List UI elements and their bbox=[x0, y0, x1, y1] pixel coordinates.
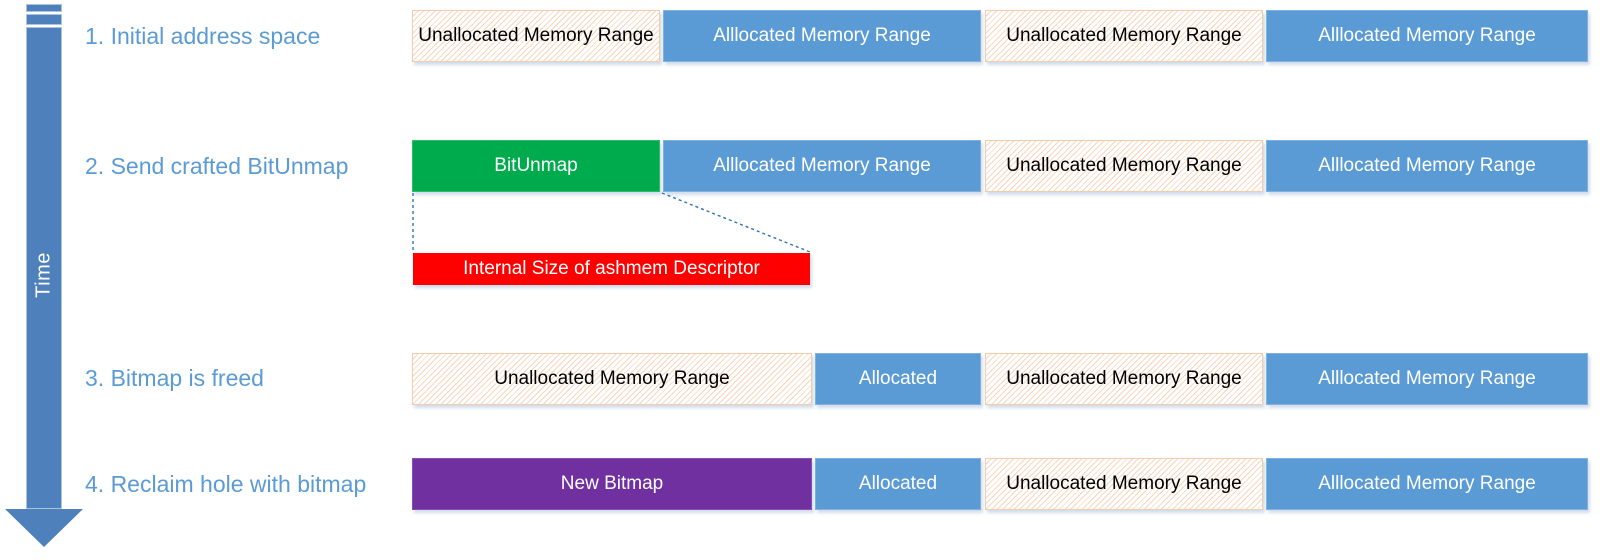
row4-allocated-block: Allocated bbox=[815, 458, 981, 510]
row1-allocated-block: Alllocated Memory Range bbox=[663, 10, 981, 62]
connector-dashed-lines bbox=[412, 192, 811, 253]
time-arrow-segment-top bbox=[26, 4, 62, 12]
row2-allocated-block: Alllocated Memory Range bbox=[1266, 140, 1588, 192]
time-arrow-head-icon bbox=[5, 509, 83, 547]
step-2-label: 2. Send crafted BitUnmap bbox=[85, 153, 349, 179]
ashmem-size-annotation: Internal Size of ashmem Descriptor bbox=[413, 253, 810, 285]
row2-unallocated-block: Unallocated Memory Range bbox=[985, 140, 1263, 192]
row1-unallocated-block: Unallocated Memory Range bbox=[985, 10, 1263, 62]
step-1-label: 1. Initial address space bbox=[85, 23, 321, 49]
row3-allocated-block: Alllocated Memory Range bbox=[1266, 353, 1588, 405]
row1-allocated-block: Alllocated Memory Range bbox=[1266, 10, 1588, 62]
row3-unallocated-block: Unallocated Memory Range bbox=[412, 353, 812, 405]
step-3-label: 3. Bitmap is freed bbox=[85, 365, 264, 391]
time-axis-label: Time bbox=[32, 252, 55, 298]
row4-unallocated-block: Unallocated Memory Range bbox=[985, 458, 1263, 510]
row3-unallocated-block: Unallocated Memory Range bbox=[985, 353, 1263, 405]
row3-allocated-block: Allocated bbox=[815, 353, 981, 405]
row2-bitunmap-block: BitUnmap bbox=[412, 140, 660, 192]
row1-unallocated-block: Unallocated Memory Range bbox=[412, 10, 660, 62]
row4-allocated-block: Alllocated Memory Range bbox=[1266, 458, 1588, 510]
time-arrow-segment-second bbox=[26, 14, 62, 25]
row4-new-bitmap-block: New Bitmap bbox=[412, 458, 812, 510]
time-arrow-shaft bbox=[26, 27, 62, 509]
step-4-label: 4. Reclaim hole with bitmap bbox=[85, 471, 367, 497]
row2-allocated-block: Alllocated Memory Range bbox=[663, 140, 981, 192]
